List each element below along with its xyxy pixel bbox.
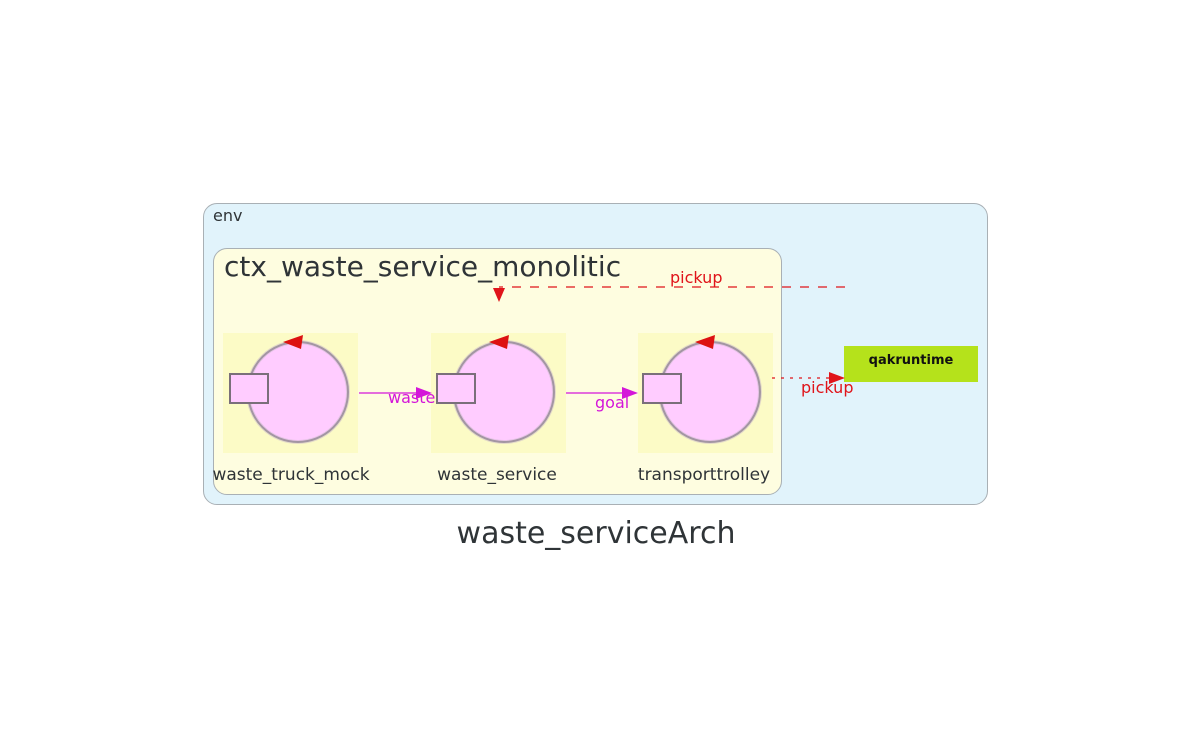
edge-label-goal: goal (595, 393, 630, 412)
diagram-title: waste_serviceArch (456, 516, 736, 551)
actor-label: waste_truck_mock (212, 465, 370, 485)
edge-waste (359, 387, 432, 399)
external-label: qakruntime (868, 352, 954, 368)
actor-icon (436, 335, 556, 444)
edge-label-waste: waste (388, 388, 436, 407)
edge-pickup-emit (772, 372, 845, 384)
edge-pickup-event (493, 286, 845, 302)
edge-label-pickup-emit: pickup (801, 378, 854, 397)
edge-label-pickup-event: pickup (670, 268, 723, 287)
actor-label: waste_service (437, 465, 557, 485)
actor-label: transporttrolley (637, 465, 771, 485)
external-node-qakruntime[interactable]: qakruntime (844, 346, 978, 382)
env-label: env (213, 206, 243, 225)
actor-icon (229, 335, 350, 444)
edge-goal (566, 387, 638, 399)
context-label: ctx_waste_service_monolitic (224, 250, 622, 283)
actor-icon (642, 335, 762, 444)
